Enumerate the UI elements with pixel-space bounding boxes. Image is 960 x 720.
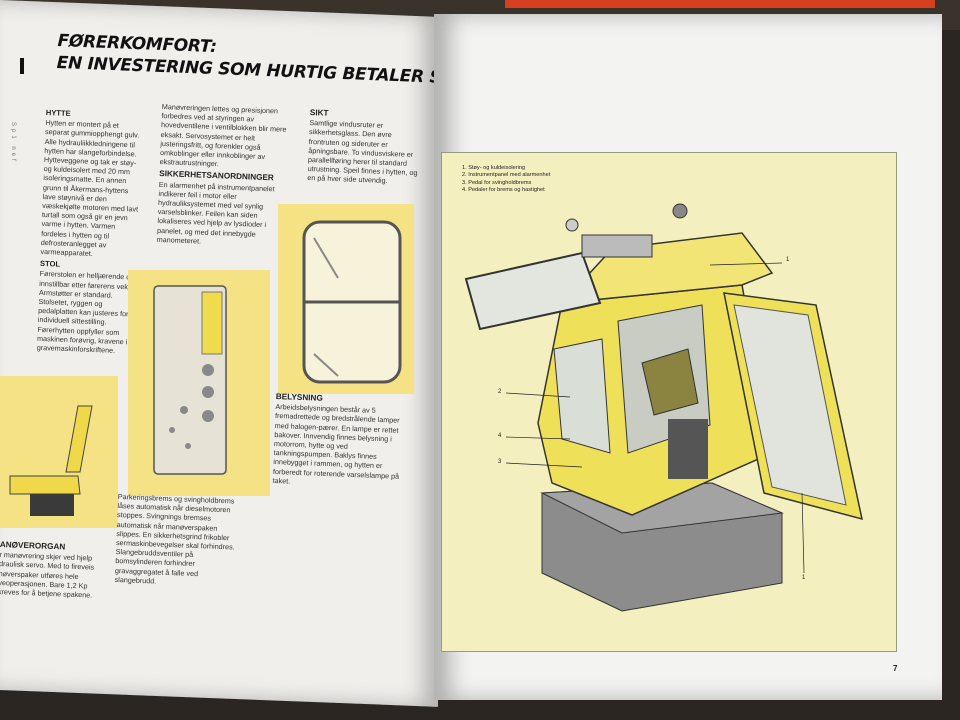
section-marker	[20, 58, 24, 74]
legend-item-2: 2. Instrumentpanel med alarmenhet	[462, 172, 551, 179]
legend-item-3: 3. Pedal for svingholdbrems	[462, 179, 532, 186]
instrument-panel-drawing	[153, 285, 227, 475]
callout-4: 4	[498, 433, 502, 439]
diagram-legend: 1. Støy- og kuldeisolering 2. Instrument…	[462, 165, 550, 195]
callout-2: 2	[498, 389, 502, 395]
callout-1-bottom: 1	[802, 575, 806, 581]
column-3-top: SIKT Samtlige vindusruter er sikkerhetsg…	[307, 108, 422, 190]
stol-text: Førerstolen er helljærende og innstillba…	[36, 269, 135, 355]
intro-text: Manøvreringen lettes og presisjonen forb…	[159, 102, 287, 169]
legend-item-1: 1. Støy- og kuldeisolering	[462, 165, 526, 171]
column-3-bottom: BELYSNING Arbeidsbelysningen består av 5…	[272, 392, 406, 493]
column-2-bottom: Parkeringsbrems og svingholdbrems låses …	[114, 492, 238, 592]
callout-1-top: 1	[786, 257, 790, 263]
window-drawing	[302, 220, 402, 384]
callout-3: 3	[498, 459, 502, 465]
legend-item-4: 4. Pedaler for brems og hastighet	[462, 187, 545, 194]
side-mark: Sp1 nef	[10, 122, 16, 164]
column-2: Manøvreringen lettes og presisjonen forb…	[156, 102, 287, 252]
column-1: HYTTE Hytten er montert på et separat gu…	[37, 108, 142, 359]
manoverorgan-text: r manøvrering skjer ved hjelp draulisk s…	[0, 550, 95, 600]
belysning-text: Arbeidsbelysningen består av 5 fremadret…	[272, 402, 400, 486]
park-text: Parkeringsbrems og svingholdbrems låses …	[114, 492, 235, 586]
hytte-text: Hytten er montert på et separat gummiopp…	[40, 118, 140, 258]
sikkerhet-text: En alarmenhet på instrumentpanelet indik…	[156, 179, 275, 246]
seat-drawing	[9, 405, 93, 516]
bottom-left-column: ANØVERORGAN r manøvrering skjer ved hjel…	[0, 540, 112, 603]
red-cover-strip	[505, 0, 935, 8]
cab-diagram: 1. Støy- og kuldeisolering 2. Instrument…	[441, 152, 897, 652]
instrument-panel-illustration	[128, 270, 270, 496]
page-number: 7	[893, 664, 898, 673]
cab-drawing	[464, 203, 863, 612]
sikt-text: Samtlige vindusruter er sikkerhetsglass.…	[307, 118, 418, 186]
seat-illustration	[0, 376, 118, 528]
window-illustration	[278, 204, 414, 394]
